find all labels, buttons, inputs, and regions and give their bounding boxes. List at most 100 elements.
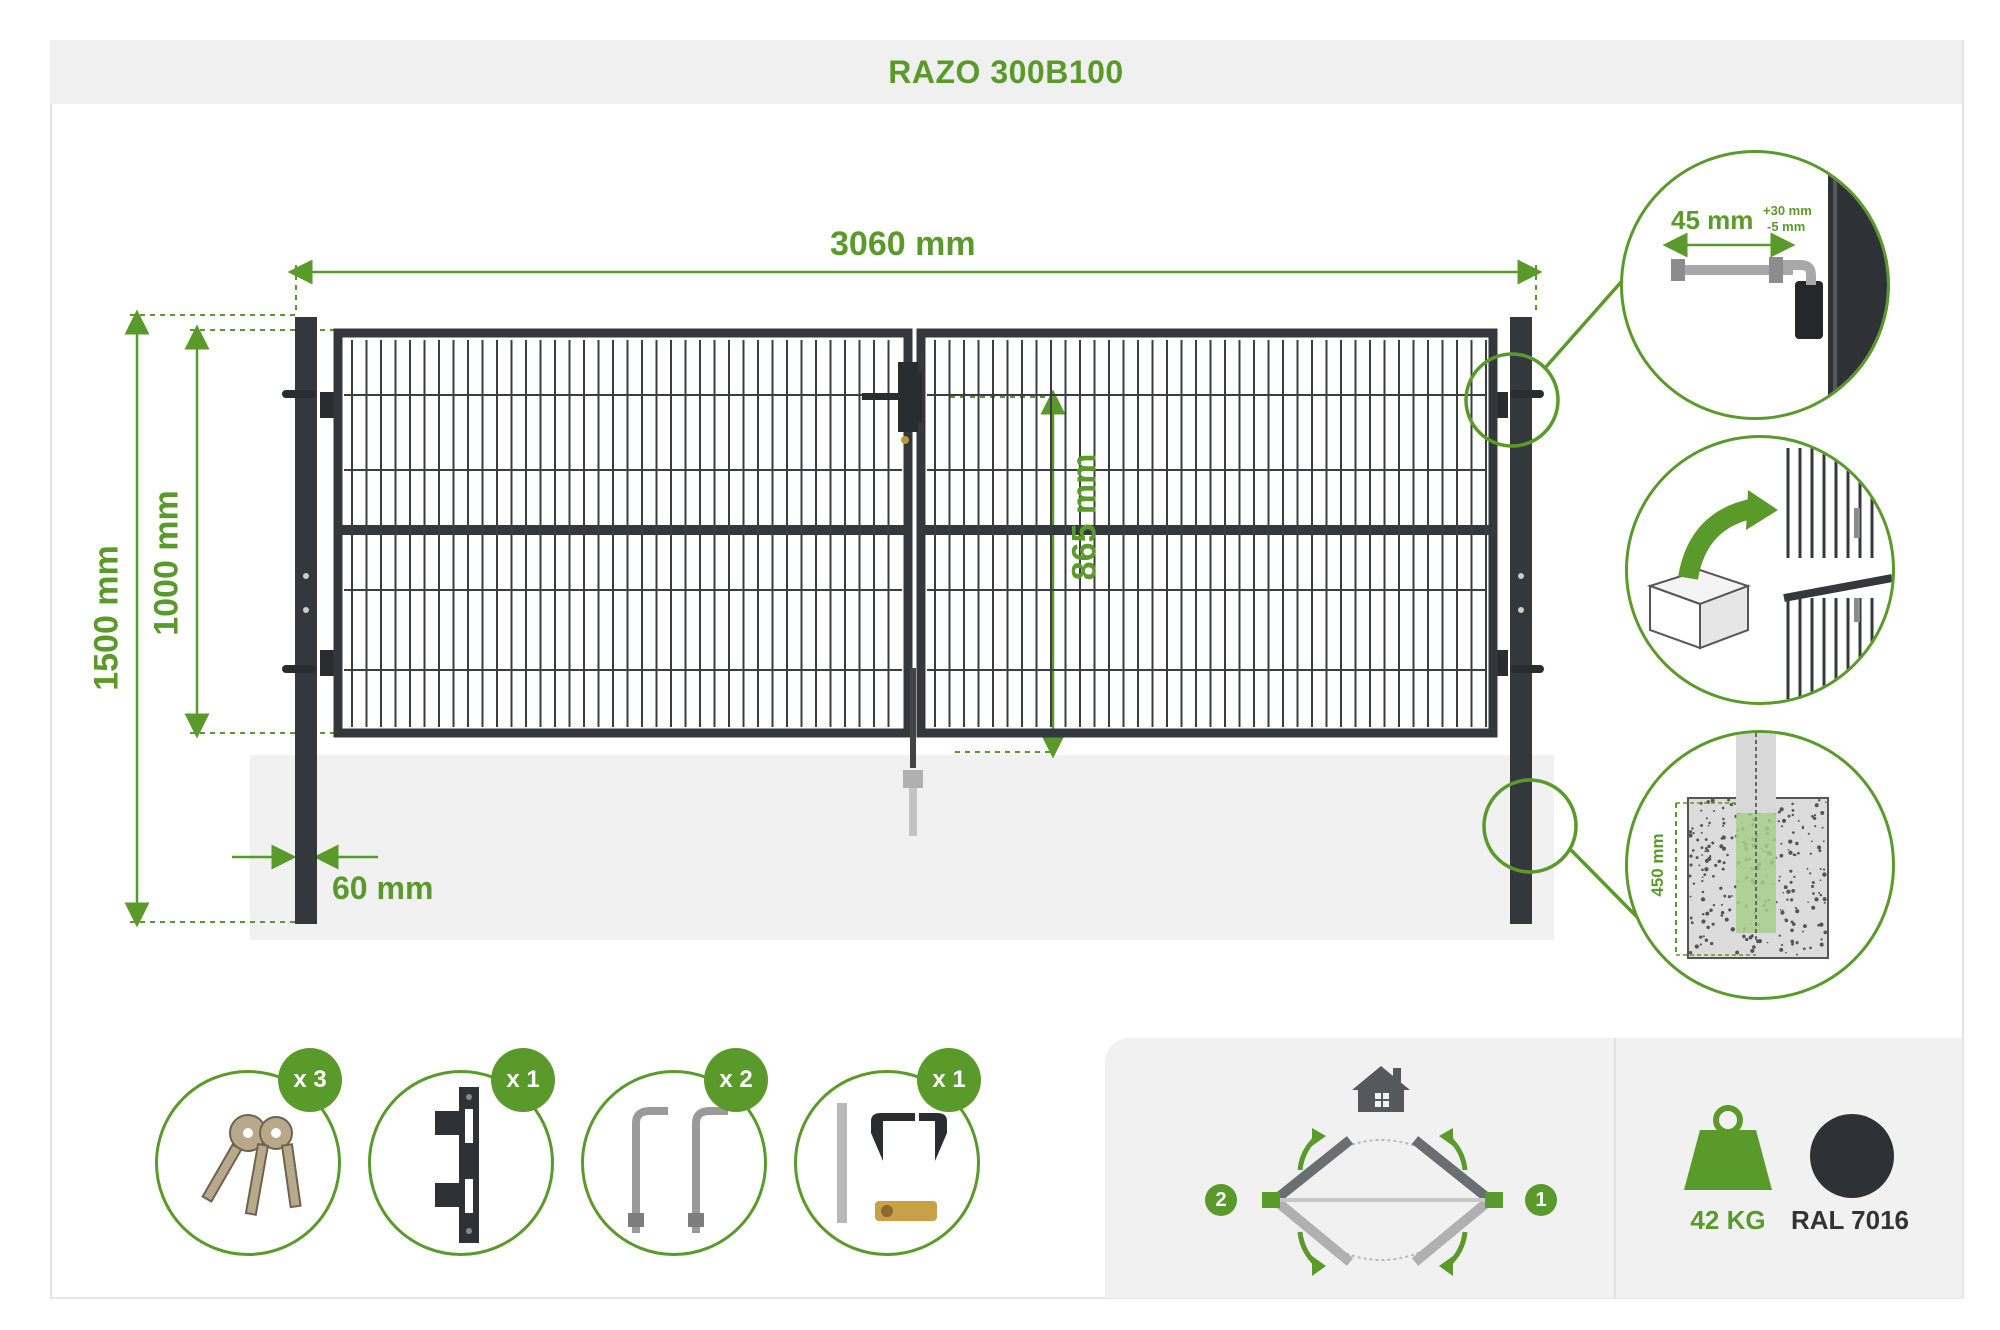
concrete-grain	[1721, 824, 1724, 827]
concrete-grain	[1822, 840, 1825, 843]
concrete-grain	[1709, 908, 1713, 913]
concrete-grain	[1722, 817, 1725, 821]
concrete-grain	[1789, 869, 1793, 873]
concrete-grain	[1795, 907, 1798, 910]
concrete-grain	[1809, 852, 1812, 855]
color-label: RAL 7016	[1790, 1205, 1910, 1235]
concrete-grain	[1722, 821, 1726, 825]
concrete-grain	[1802, 947, 1806, 951]
opening-step-2: 2	[1205, 1184, 1237, 1216]
concrete-grain	[1699, 943, 1702, 946]
drop-bolt	[903, 668, 923, 836]
concrete-grain	[1752, 945, 1756, 949]
concrete-grain	[1699, 935, 1703, 939]
concrete-grain	[1787, 849, 1790, 851]
concrete-grain	[1750, 948, 1755, 953]
concrete-grain	[1789, 880, 1793, 884]
concrete-grain	[1701, 879, 1704, 883]
concrete-grain	[1766, 941, 1769, 944]
concrete-grain	[1801, 826, 1805, 830]
concrete-grain	[1698, 864, 1701, 867]
concrete-grain	[1704, 867, 1709, 872]
concrete-grain	[1688, 833, 1693, 838]
concrete-grain	[1694, 944, 1699, 949]
concrete-grain	[1745, 937, 1749, 942]
concrete-grain	[1722, 861, 1726, 865]
concrete-grain	[1692, 831, 1695, 835]
concrete-grain	[1704, 938, 1709, 942]
concrete-grain	[1780, 910, 1785, 915]
concrete-grain	[1775, 901, 1778, 904]
concrete-grain	[1791, 889, 1796, 893]
concrete-grain	[1748, 935, 1753, 940]
concrete-grain	[1712, 874, 1715, 878]
concrete-grain	[1813, 813, 1817, 817]
concrete-grain	[1791, 809, 1795, 812]
concrete-grain	[1782, 818, 1787, 823]
concrete-grain	[1792, 853, 1796, 856]
page-title: RAZO 300B100	[888, 54, 1124, 90]
handle-set-count: x 1	[917, 1048, 981, 1112]
lock	[862, 362, 922, 444]
opening-step-1: 1	[1525, 1184, 1557, 1216]
concrete-grain	[1782, 891, 1785, 894]
concrete-grain	[1791, 813, 1795, 817]
handle-icon	[837, 1103, 947, 1223]
concrete-grain	[1702, 935, 1705, 938]
weight-label: 42 KG	[1690, 1205, 1766, 1235]
concrete-grain	[1704, 850, 1707, 853]
concrete-grain	[1735, 950, 1740, 955]
concrete-grain	[1691, 849, 1695, 852]
concrete-grain	[1720, 903, 1723, 906]
hinge-bolts-count: x 2	[704, 1048, 768, 1112]
concrete-grain	[1791, 802, 1794, 806]
concrete-grain	[1701, 854, 1704, 856]
concrete-grain	[1711, 922, 1715, 926]
concrete-grain	[1819, 922, 1824, 927]
concrete-grain	[1742, 934, 1746, 939]
hinge-detail: 45 mm +30 mm -5 mm	[1620, 150, 1890, 420]
concrete-grain	[1819, 867, 1822, 871]
concrete-grain	[1811, 840, 1813, 843]
concrete-grain	[1795, 909, 1800, 914]
concrete-grain	[1807, 901, 1809, 903]
concrete-grain	[1818, 849, 1822, 853]
post-holes	[303, 573, 1524, 613]
concrete-grain	[1704, 838, 1708, 842]
concrete-grain	[1720, 914, 1723, 917]
concrete-grain	[1821, 826, 1824, 829]
left-leaf	[333, 328, 913, 738]
concrete-grain	[1787, 814, 1791, 818]
concrete-grain	[1812, 881, 1815, 885]
concrete-grain	[1790, 928, 1794, 933]
concrete-grain	[1702, 912, 1705, 916]
concrete-grain	[1708, 821, 1711, 825]
concrete-grain	[1792, 831, 1795, 834]
concrete-grain	[1812, 892, 1815, 895]
concrete-grain	[1797, 819, 1800, 822]
concrete-grain	[1701, 876, 1704, 879]
height-gate-label: 1000 mm	[147, 490, 186, 636]
concrete-grain	[1817, 799, 1821, 802]
concrete-grain	[1786, 889, 1791, 894]
concrete-grain	[1780, 842, 1783, 845]
concrete-grain	[1779, 807, 1784, 812]
concrete-grain	[1751, 934, 1754, 936]
concrete-grain	[1710, 798, 1715, 803]
concrete-grain	[1691, 922, 1693, 925]
concrete-grain	[1701, 919, 1706, 924]
concrete-grain	[1692, 882, 1696, 885]
concrete-grain	[1714, 863, 1718, 867]
concrete-grain	[1689, 916, 1693, 920]
concrete-grain	[1696, 838, 1700, 842]
hinge-tolerance-minus: -5 mm	[1767, 219, 1806, 234]
concrete-grain	[1812, 816, 1817, 821]
hinge-length-label: 45 mm	[1671, 205, 1754, 235]
concrete-grain	[1793, 875, 1796, 879]
concrete-grain	[1706, 849, 1710, 853]
concrete-grain	[1779, 853, 1784, 858]
concrete-grain	[1795, 841, 1799, 846]
concrete-grain	[1720, 837, 1724, 840]
panel-divider	[1614, 1038, 1616, 1298]
